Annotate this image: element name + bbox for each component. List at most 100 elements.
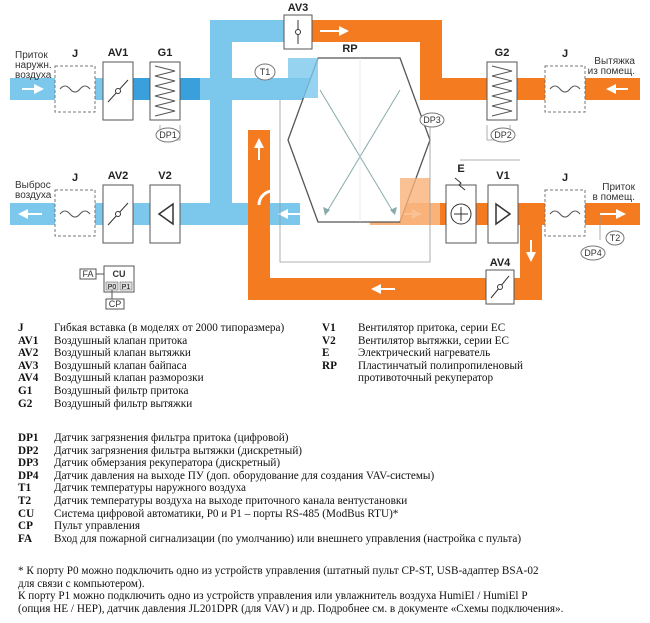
legend-item: DP1 Датчик загрязнения фильтра притока (ц… <box>18 432 521 445</box>
av4-label: AV4 <box>490 257 511 269</box>
filter-g1: G1 <box>149 47 181 121</box>
fan-v1: V1 <box>487 170 519 244</box>
legend-code: AV1 <box>18 334 39 347</box>
legend-code: DP1 <box>18 432 39 444</box>
flow-labels: Приток наружн. воздуха Вытяжка из помещ.… <box>15 50 636 203</box>
legend-text: Датчик температуры воздуха на выходе при… <box>54 494 408 507</box>
legend-text: Воздушный клапан вытяжки <box>54 347 191 360</box>
flex-insert-j-1: J <box>54 48 96 113</box>
fa-label: FA <box>82 269 93 279</box>
av1-label: AV1 <box>108 47 129 59</box>
legend-code: DP2 <box>18 444 39 457</box>
legend-code: J <box>18 322 24 334</box>
legend-item: T2 Датчик температуры воздуха на выходе п… <box>18 495 521 508</box>
legend-text: Пульт управления <box>54 520 141 533</box>
rp-label: RP <box>342 43 357 55</box>
legend-code: AV4 <box>18 372 39 385</box>
j-label-3: J <box>72 172 78 184</box>
j-label-4: J <box>562 172 568 184</box>
p1-label: P1 <box>122 284 131 291</box>
legend-text: Пластинчатый полипропиленовый <box>358 359 524 372</box>
legend-item: G1 Воздушный фильтр притока <box>18 385 284 398</box>
footnote-line: для связи с компьютером). <box>18 577 145 590</box>
legend-code: G2 <box>18 397 33 410</box>
legend-item: V1 Вентилятор притока, серии EC <box>322 322 523 335</box>
legend-text: Гибкая вставка (в моделях от 2000 типора… <box>54 322 285 334</box>
p0-label: P0 <box>108 284 117 291</box>
legend-item: противоточный рекуператор <box>322 372 523 385</box>
legend-code: V2 <box>322 334 336 347</box>
legend-code: AV3 <box>18 359 39 372</box>
ventilation-schematic: RP J AV1 G1 AV3 G2 <box>10 2 640 310</box>
legend-text: Вентилятор вытяжки, серии EC <box>358 334 509 347</box>
legend-item: RP Пластинчатый полипропиленовый <box>322 360 523 373</box>
control-unit: FA CU P0 P1 CP <box>79 265 135 310</box>
legend-text: Датчик давления на выходе ПУ (доп. обору… <box>54 469 435 482</box>
legend-code: AV2 <box>18 347 39 360</box>
damper-av1: AV1 <box>102 47 134 121</box>
legend-code: T2 <box>18 494 32 507</box>
legend-code: V1 <box>322 322 336 334</box>
cu-label: CU <box>113 269 126 279</box>
legend-text: Электрический нагреватель <box>358 347 491 360</box>
legend-code: T1 <box>18 482 32 495</box>
legend-code: CU <box>18 507 35 520</box>
recuperator-rp: RP <box>287 43 431 223</box>
label-supply-1: Приток <box>602 182 635 193</box>
label-extract-1: Вытяжка <box>594 56 635 67</box>
legend-code <box>322 372 358 385</box>
legend-code: DP4 <box>18 469 39 482</box>
legend-text: Воздушный клапан притока <box>54 334 188 347</box>
flex-insert-j-4: J <box>544 172 586 237</box>
legend-item: AV2 Воздушный клапан вытяжки <box>18 347 284 360</box>
t1-sensor: T1 <box>260 67 271 77</box>
legend-text: Воздушный фильтр притока <box>54 384 189 397</box>
flex-insert-j-3: J <box>54 172 96 237</box>
sensors: T1 DP1 DP2 DP3 T2 DP4 <box>155 63 625 261</box>
av3-label: AV3 <box>288 2 309 14</box>
legend-code: FA <box>18 532 33 545</box>
v2-label: V2 <box>158 170 171 182</box>
legend-text: Датчик загрязнения фильтра притока (цифр… <box>54 432 289 444</box>
legend-item: AV4 Воздушный клапан разморозки <box>18 372 284 385</box>
legend-text: Воздушный фильтр вытяжки <box>54 397 193 410</box>
legend-left: J Гибкая вставка (в моделях от 2000 типор… <box>18 322 284 410</box>
dp1-sensor: DP1 <box>159 130 177 140</box>
legend-text: Воздушный клапан байпаса <box>54 359 187 372</box>
footnote-line: К порту P1 можно подключить одно из устр… <box>18 590 528 603</box>
legend-text: Датчик загрязнения фильтра вытяжки (диск… <box>54 444 303 457</box>
legend-item: J Гибкая вставка (в моделях от 2000 типор… <box>18 322 284 335</box>
legend-code: RP <box>322 359 337 372</box>
legend-item: E Электрический нагреватель <box>322 347 523 360</box>
legend-text: Датчик обмерзания рекуператора (дискретн… <box>54 457 281 470</box>
cp-label: CP <box>109 299 122 309</box>
legend-item: AV3 Воздушный клапан байпаса <box>18 360 284 373</box>
footnotes: * К порту P0 можно подключить одно из ус… <box>18 565 643 615</box>
legend-code: E <box>322 347 330 360</box>
legend-item: DP2 Датчик загрязнения фильтра вытяжки (д… <box>18 445 521 458</box>
label-extract-2: из помещ. <box>588 66 635 77</box>
damper-av3: AV3 <box>283 2 313 50</box>
legend-item: DP3 Датчик обмерзания рекуператора (дискр… <box>18 457 521 470</box>
legend-text: противоточный рекуператор <box>358 372 494 385</box>
dp2-sensor: DP2 <box>494 130 512 140</box>
t2-sensor: T2 <box>610 233 621 243</box>
damper-av2: AV2 <box>102 170 134 244</box>
legend-code: DP3 <box>18 457 39 470</box>
legend-code: G1 <box>18 384 33 397</box>
legend-text: Вентилятор притока, серии EC <box>358 322 506 334</box>
e-label: E <box>457 163 464 175</box>
legend-item: V2 Вентилятор вытяжки, серии EC <box>322 335 523 348</box>
legend-sensors: DP1 Датчик загрязнения фильтра притока (ц… <box>18 432 521 545</box>
legend-text: Датчик температуры наружного воздуха <box>54 482 247 495</box>
legend-text: Воздушный клапан разморозки <box>54 372 204 385</box>
v1-label: V1 <box>496 170 509 182</box>
label-outdoor-3: воздуха <box>15 70 52 81</box>
label-exhaust-2: воздуха <box>15 190 52 201</box>
footnote-line: * К порту P0 можно подключить одно из ус… <box>18 565 539 577</box>
footnote-line: (опция HE / HEP), датчик давления JL201D… <box>18 602 564 615</box>
g1-label: G1 <box>158 47 173 59</box>
